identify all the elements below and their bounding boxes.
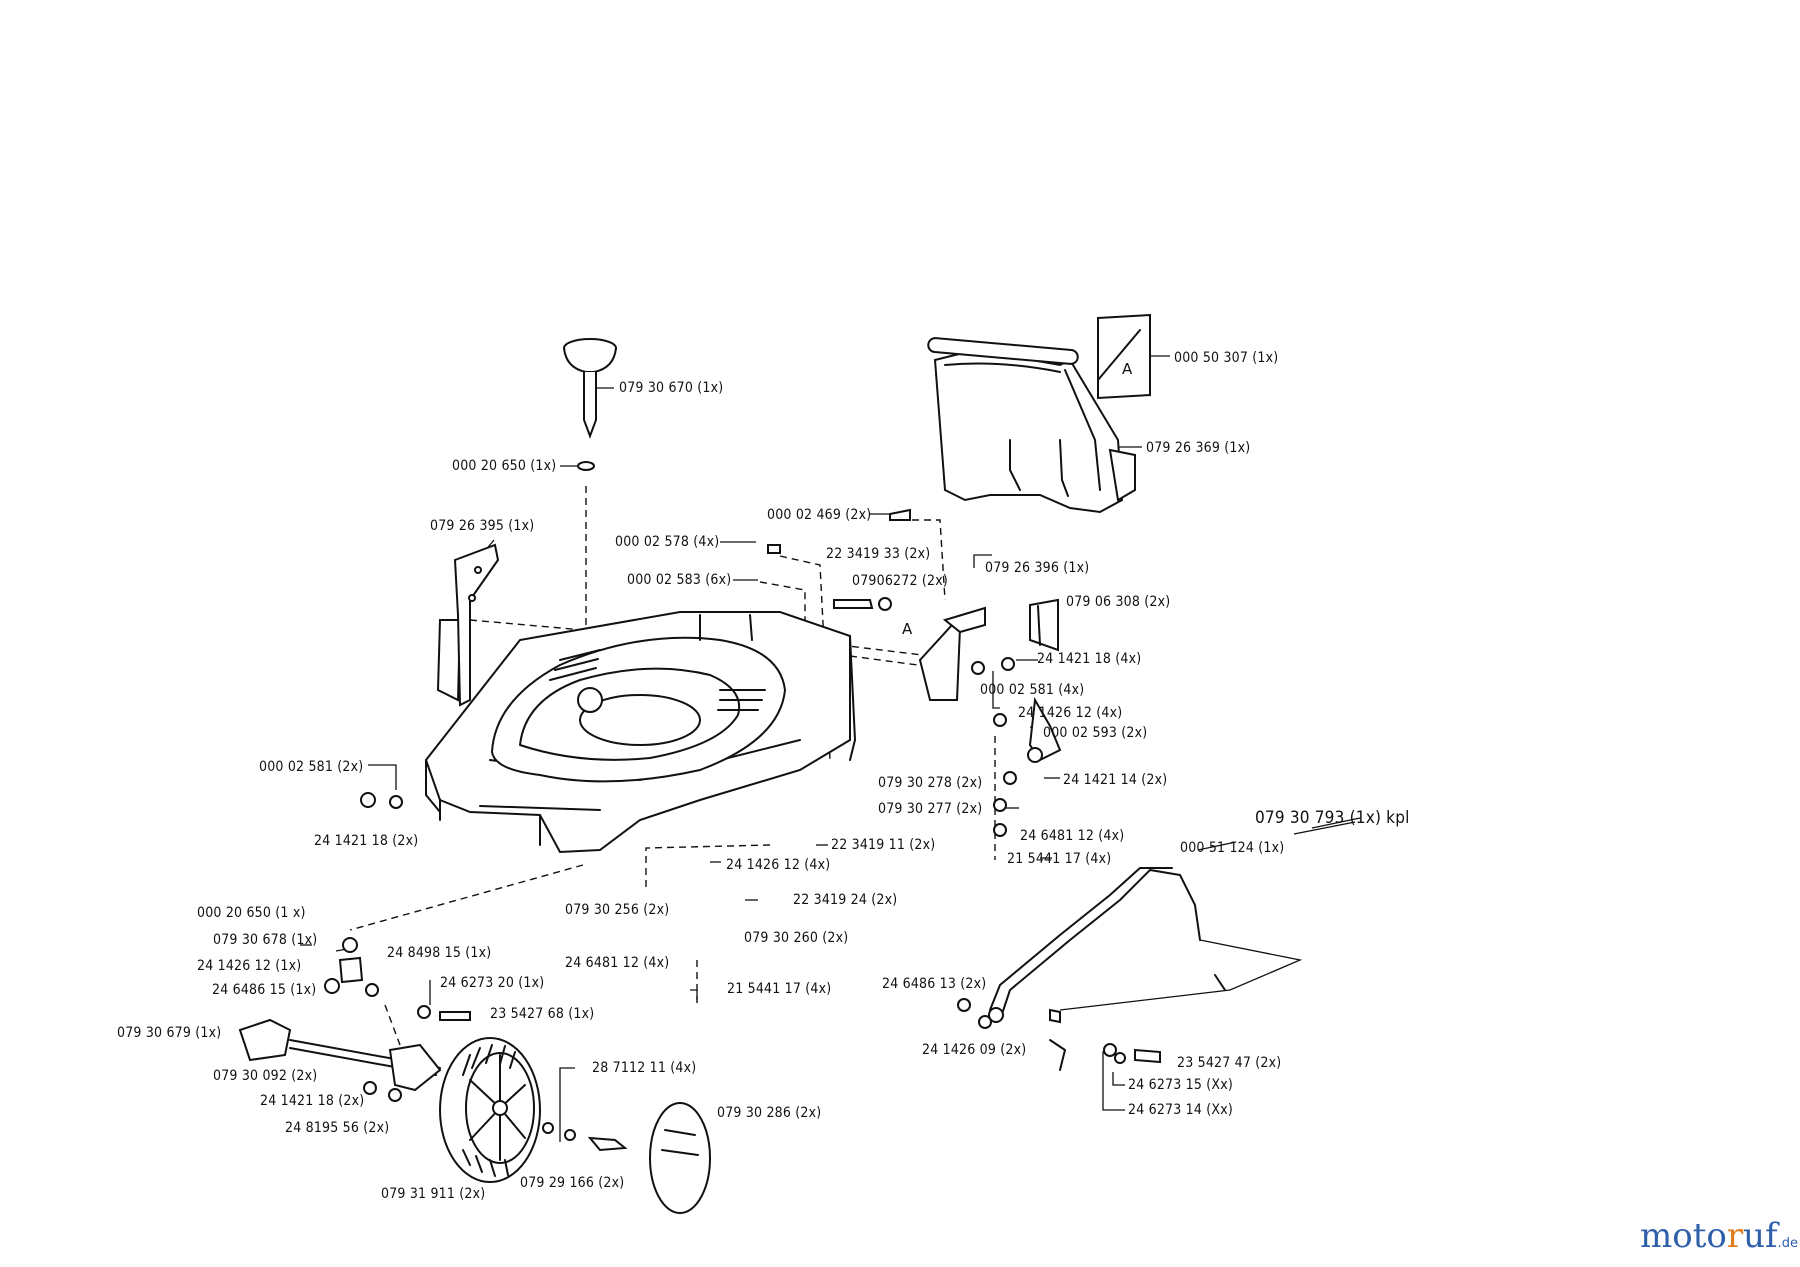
part-label: 000 20 650 (1x) (452, 458, 557, 474)
assembly-dash-lines (349, 486, 996, 1046)
part-label: 24 1421 18 (4x) (1037, 651, 1142, 667)
logo-text: r (1726, 1216, 1744, 1256)
part-label: 22 3419 33 (2x) (826, 546, 931, 562)
part-label: 24 1421 18 (2x) (314, 833, 419, 849)
site-logo[interactable]: motoruf.de (1640, 1216, 1798, 1256)
part-label: 23 5427 47 (2x) (1177, 1055, 1282, 1071)
push-handle (957, 867, 1303, 1071)
part-label: 24 1426 12 (1x) (197, 958, 302, 974)
part-label: 079 26 395 (1x) (430, 518, 535, 534)
part-label: 000 02 581 (2x) (259, 759, 364, 775)
part-label: 22 3419 24 (2x) (793, 892, 898, 908)
grass-bag (927, 313, 1151, 514)
part-label: 000 02 469 (2x) (767, 507, 872, 523)
part-label: 079 06 308 (2x) (1066, 594, 1171, 610)
part-label: 079 30 278 (2x) (878, 775, 983, 791)
logo-text: moto (1640, 1216, 1727, 1256)
part-label: 24 6273 20 (1x) (440, 975, 545, 991)
part-label: 079 30 256 (2x) (565, 902, 670, 918)
part-label: 24 1421 18 (2x) (260, 1093, 365, 1109)
part-label: 22 3419 11 (2x) (831, 837, 936, 853)
part-label: 079 31 911 (2x) (381, 1186, 486, 1202)
reference-mark: A (1122, 360, 1133, 378)
part-label: 21 5441 17 (4x) (727, 981, 832, 997)
logo-tld: .de (1777, 1236, 1798, 1251)
logo-text: uf (1743, 1216, 1778, 1256)
part-label: 079 30 260 (2x) (744, 930, 849, 946)
left-small-parts (324, 792, 471, 1021)
part-label: 000 02 583 (6x) (627, 572, 732, 588)
part-label: 24 6273 14 (Xx) (1128, 1102, 1233, 1118)
part-label: 000 02 578 (4x) (615, 534, 720, 550)
part-label: 24 6481 12 (4x) (565, 955, 670, 971)
part-label: 000 02 593 (2x) (1043, 725, 1148, 741)
part-label: 24 1426 09 (2x) (922, 1042, 1027, 1058)
mower-deck (424, 611, 856, 854)
part-label: 07906272 (2x) (852, 573, 948, 589)
part-label: 24 6486 13 (2x) (882, 976, 987, 992)
part-label: 079 30 092 (2x) (213, 1068, 318, 1084)
part-label: 079 29 166 (2x) (520, 1175, 625, 1191)
part-label: 24 8498 15 (1x) (387, 945, 492, 961)
part-label: 23 5427 68 (1x) (490, 1006, 595, 1022)
part-label: 079 30 670 (1x) (619, 380, 724, 396)
part-label: 24 6273 15 (Xx) (1128, 1077, 1233, 1093)
reference-mark: A (902, 620, 913, 638)
part-label: 079 30 678 (1x) (213, 932, 318, 948)
part-label: 000 02 581 (4x) (980, 682, 1085, 698)
part-label: 000 51 124 (1x) (1180, 840, 1285, 856)
left-bracket (436, 543, 500, 707)
part-label: 079 30 277 (2x) (878, 801, 983, 817)
handle-knob (563, 338, 617, 471)
part-label: 079 26 396 (1x) (985, 560, 1090, 576)
part-label: 28 7112 11 (4x) (592, 1060, 697, 1076)
part-label: 24 1426 12 (4x) (1018, 705, 1123, 721)
part-label: 24 1426 12 (4x) (726, 857, 831, 873)
part-label: 000 50 307 (1x) (1174, 350, 1279, 366)
part-label: 000 20 650 (1 x) (197, 905, 306, 921)
part-label: 24 8195 56 (2x) (285, 1120, 390, 1136)
part-label: 079 30 679 (1x) (117, 1025, 222, 1041)
part-label: 24 1421 14 (2x) (1063, 772, 1168, 788)
part-label: 079 30 793 (1x) kpl (1255, 808, 1410, 828)
part-label: 079 26 369 (1x) (1146, 440, 1251, 456)
part-label: 24 6486 15 (1x) (212, 982, 317, 998)
front-axle (238, 1018, 442, 1102)
part-label: 21 5441 17 (4x) (1007, 851, 1112, 867)
part-label: 079 30 286 (2x) (717, 1105, 822, 1121)
rear-axle-parts (767, 508, 1062, 837)
rear-hinge-plates (918, 598, 1059, 701)
front-wheel (439, 1037, 711, 1214)
part-label: 24 6481 12 (4x) (1020, 828, 1125, 844)
